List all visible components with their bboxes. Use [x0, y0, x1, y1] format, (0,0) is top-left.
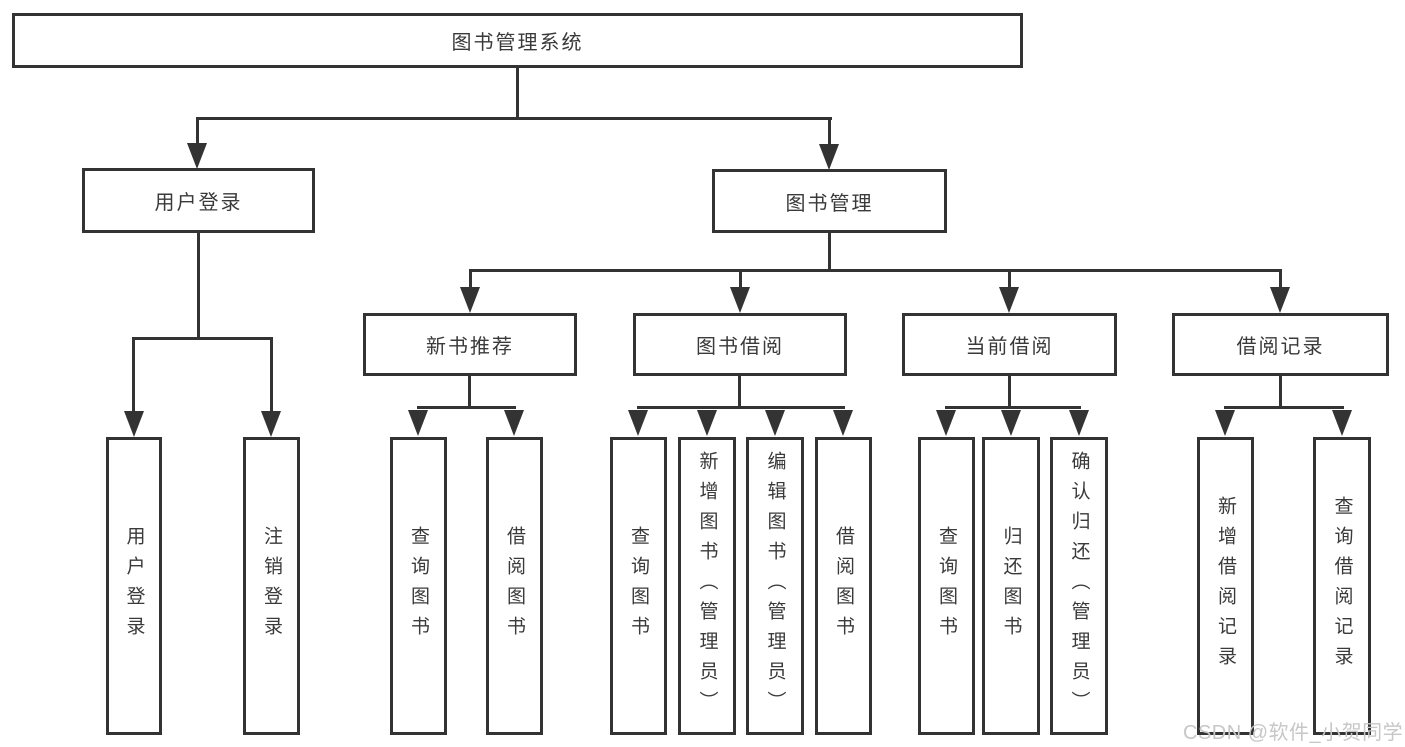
arrow-down-icon — [765, 410, 785, 436]
connector-line — [516, 66, 519, 120]
leaf-label: 查询图书 — [408, 526, 429, 646]
connector-line — [469, 269, 1282, 272]
arrow-down-icon — [504, 410, 524, 436]
connector-line — [132, 337, 135, 414]
leaf-query-borrow-record: 查询借阅记录 — [1313, 437, 1371, 735]
leaf-borrow-books-2: 借阅图书 — [815, 437, 872, 735]
node-library-management-system: 图书管理系统 — [12, 13, 1023, 68]
arrow-down-icon — [819, 144, 839, 170]
node-new-book-recommendation: 新书推荐 — [363, 313, 577, 376]
watermark: CSDN @软件_小贺同学 — [1183, 722, 1404, 744]
leaf-label: 编辑图书（管理员） — [764, 451, 786, 721]
leaf-label: 新增图书（管理员） — [696, 451, 718, 721]
connector-line — [132, 337, 273, 340]
connector-line — [469, 269, 472, 290]
leaf-edit-book-admin: 编辑图书（管理员） — [746, 437, 804, 735]
node-label: 借阅记录 — [1236, 336, 1325, 358]
connector-line — [945, 406, 1081, 409]
leaf-add-book-admin: 新增图书（管理员） — [678, 437, 736, 735]
connector-line — [196, 117, 199, 147]
connector-line — [738, 374, 741, 408]
arrow-down-icon — [1001, 410, 1021, 436]
leaf-confirm-return-admin: 确认归还（管理员） — [1050, 437, 1108, 735]
node-borrowing-records: 借阅记录 — [1172, 313, 1389, 376]
leaf-label: 注销登录 — [261, 526, 282, 646]
leaf-query-books-1: 查询图书 — [390, 437, 447, 735]
connector-line — [197, 231, 200, 340]
arrow-down-icon — [936, 410, 956, 436]
node-book-borrowing: 图书借阅 — [633, 313, 847, 376]
node-label: 图书借阅 — [696, 336, 784, 358]
node-current-borrowing: 当前借阅 — [902, 313, 1117, 376]
arrow-down-icon — [187, 143, 207, 169]
connector-line — [1279, 269, 1282, 290]
arrow-down-icon — [460, 287, 480, 313]
leaf-query-books-2: 查询图书 — [610, 437, 667, 735]
leaf-label: 借阅图书 — [504, 526, 525, 646]
leaf-label: 查询图书 — [936, 526, 957, 646]
connector-line — [1008, 374, 1011, 408]
node-label: 当前借阅 — [965, 336, 1054, 358]
connector-line — [417, 406, 516, 409]
leaf-label: 确认归还（管理员） — [1068, 451, 1090, 721]
arrow-down-icon — [1215, 410, 1235, 436]
arrow-down-icon — [697, 410, 717, 436]
leaf-logout: 注销登录 — [243, 437, 300, 735]
connector-line — [196, 117, 832, 120]
leaf-user-login: 用户登录 — [106, 437, 162, 735]
node-label: 图书管理系统 — [451, 32, 584, 54]
node-label: 图书管理 — [785, 192, 874, 215]
leaf-borrow-books-1: 借阅图书 — [486, 437, 543, 735]
arrow-down-icon — [1270, 287, 1290, 313]
arrow-down-icon — [1332, 410, 1352, 436]
leaf-label: 归还图书 — [1000, 526, 1022, 646]
connector-line — [468, 374, 471, 408]
arrow-down-icon — [999, 287, 1019, 313]
leaf-add-borrow-record: 新增借阅记录 — [1197, 437, 1254, 735]
arrow-down-icon — [124, 411, 144, 437]
arrow-down-icon — [408, 410, 428, 436]
connector-line — [270, 337, 273, 414]
connector-line — [637, 406, 845, 409]
leaf-return-books: 归还图书 — [982, 437, 1040, 735]
leaf-label: 查询图书 — [628, 526, 649, 646]
leaf-query-books-3: 查询图书 — [918, 437, 975, 735]
arrow-down-icon — [730, 287, 750, 313]
node-user-login: 用户登录 — [82, 168, 315, 233]
leaf-label: 借阅图书 — [833, 526, 854, 646]
leaf-label: 查询借阅记录 — [1331, 496, 1353, 676]
connector-line — [1279, 374, 1282, 408]
arrow-down-icon — [1069, 410, 1089, 436]
node-label: 用户登录 — [154, 192, 243, 214]
connector-line — [1008, 269, 1011, 290]
leaf-label: 用户登录 — [123, 526, 145, 646]
node-label: 新书推荐 — [426, 336, 514, 358]
arrow-down-icon — [261, 411, 281, 437]
connector-line — [739, 269, 742, 290]
connector-line — [828, 232, 831, 272]
connector-line — [828, 117, 831, 147]
node-book-management: 图书管理 — [712, 169, 947, 233]
arrow-down-icon — [628, 410, 648, 436]
leaf-label: 新增借阅记录 — [1215, 496, 1236, 676]
connector-line — [1224, 406, 1344, 409]
arrow-down-icon — [833, 410, 853, 436]
